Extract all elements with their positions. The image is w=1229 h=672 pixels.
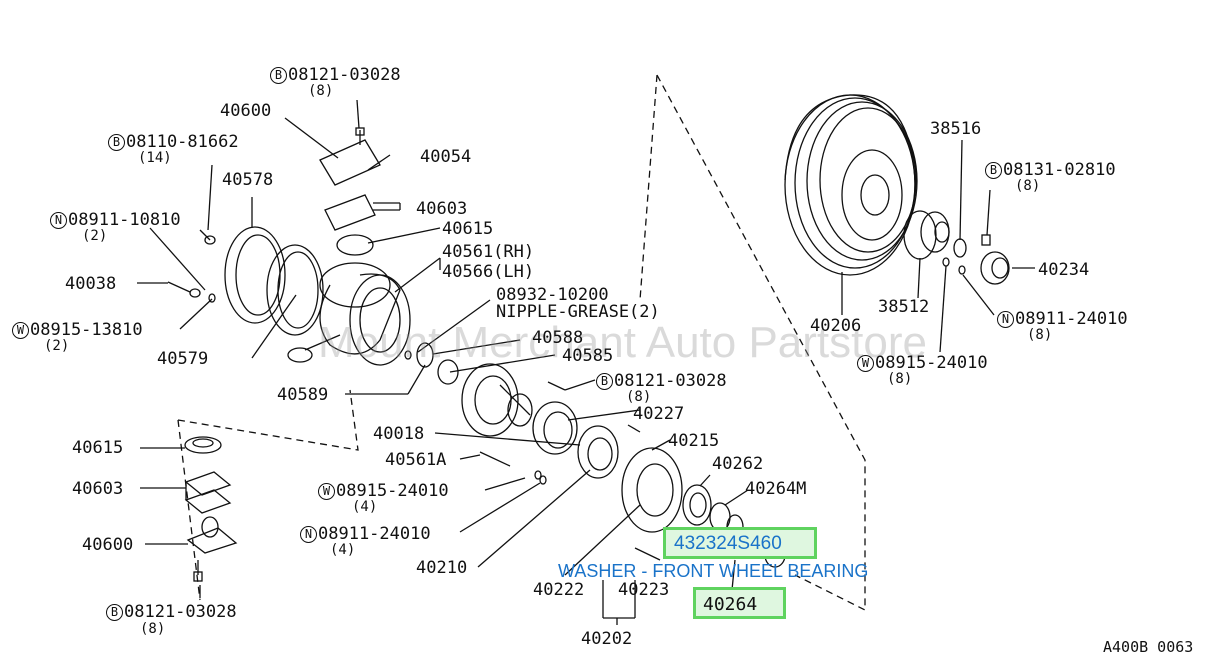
bolt-mark: B — [270, 67, 287, 84]
qty-4-a: (4) — [352, 499, 378, 515]
qty-2-a: (2) — [82, 228, 108, 244]
label-40202: 40202 — [581, 629, 633, 649]
nut-mark: N — [300, 526, 317, 543]
label-40615-bottom: 40615 — [72, 438, 124, 458]
label-40215: 40215 — [668, 431, 720, 451]
label-40566-lh: 40566(LH) — [442, 262, 535, 282]
label-40589: 40589 — [277, 385, 329, 405]
label-40600-top: 40600 — [220, 101, 272, 121]
label-40210: 40210 — [416, 558, 468, 578]
bolt-mark: B — [985, 162, 1002, 179]
nut-mark: N — [50, 212, 67, 229]
label-40603-top: 40603 — [416, 199, 468, 219]
label-38516: 38516 — [930, 119, 982, 139]
kingpin-parts — [184, 436, 238, 582]
label-40223: 40223 — [618, 580, 670, 600]
label-40054: 40054 — [420, 147, 472, 167]
qty-8-r3: (8) — [887, 371, 913, 387]
label-40578: 40578 — [222, 170, 274, 190]
seal-40579 — [266, 244, 324, 336]
ring-38516 — [953, 238, 967, 258]
highlighted-part-number[interactable]: 432324S460 — [674, 533, 782, 554]
highlighted-callout[interactable]: 40264 — [703, 594, 758, 615]
label-40018: 40018 — [373, 424, 425, 444]
washer-mark: W — [12, 322, 29, 339]
dashed-boundary-left — [639, 74, 658, 301]
qty-2-b: (2) — [44, 338, 70, 354]
bolt-mark: B — [106, 604, 123, 621]
label-40262: 40262 — [712, 454, 764, 474]
label-40234: 40234 — [1038, 260, 1090, 280]
nut-mark: N — [997, 311, 1014, 328]
label-40561a: 40561A — [385, 450, 447, 470]
highlighted-part-description: WASHER - FRONT WHEEL BEARING — [558, 561, 869, 581]
bolt-mark: B — [596, 373, 613, 390]
label-40227: 40227 — [633, 404, 685, 424]
knuckle-assembly — [287, 139, 411, 366]
label-40579: 40579 — [157, 349, 209, 369]
callout-40264-highlight[interactable]: 40264 — [693, 587, 786, 619]
washer-mark: W — [318, 483, 335, 500]
label-40615-top: 40615 — [442, 219, 494, 239]
reference-code: A400B 0063 — [1103, 638, 1194, 656]
qty-8-mid: (8) — [626, 389, 652, 405]
dashed-boundary-right — [656, 74, 866, 612]
qty-8-r2: (8) — [1027, 327, 1053, 343]
label-40222: 40222 — [533, 580, 585, 600]
label-08932-10200: 08932-10200 — [496, 285, 609, 305]
qty-8-top: (8) — [308, 83, 334, 99]
label-40264m: 40264M — [745, 479, 807, 499]
label-40603-bottom: 40603 — [72, 479, 124, 499]
cap-40234 — [980, 251, 1010, 285]
part-number-highlight[interactable]: 432324S460 — [663, 527, 817, 559]
dashed-boundary-kingpin — [177, 389, 359, 451]
qty-8-bottom: (8) — [140, 621, 166, 637]
brake-drum — [784, 94, 918, 276]
label-38512: 38512 — [878, 297, 930, 317]
watermark: Mount Merchant Auto Partstore — [318, 318, 927, 367]
seal-40578 — [224, 226, 286, 324]
qty-8-r1: (8) — [1015, 178, 1041, 194]
qty-14: (14) — [138, 150, 172, 166]
label-40585: 40585 — [562, 346, 614, 366]
label-40588: 40588 — [532, 328, 584, 348]
label-nipple-grease: NIPPLE-GREASE(2) — [496, 302, 660, 322]
label-40038: 40038 — [65, 274, 117, 294]
qty-4-b: (4) — [330, 542, 356, 558]
label-40206: 40206 — [810, 316, 862, 336]
label-40600-bottom: 40600 — [82, 535, 134, 555]
washer-mark: W — [857, 355, 874, 372]
bolt-mark: B — [108, 134, 125, 151]
hub-40018 — [404, 342, 619, 479]
label-40561-rh: 40561(RH) — [442, 242, 535, 262]
